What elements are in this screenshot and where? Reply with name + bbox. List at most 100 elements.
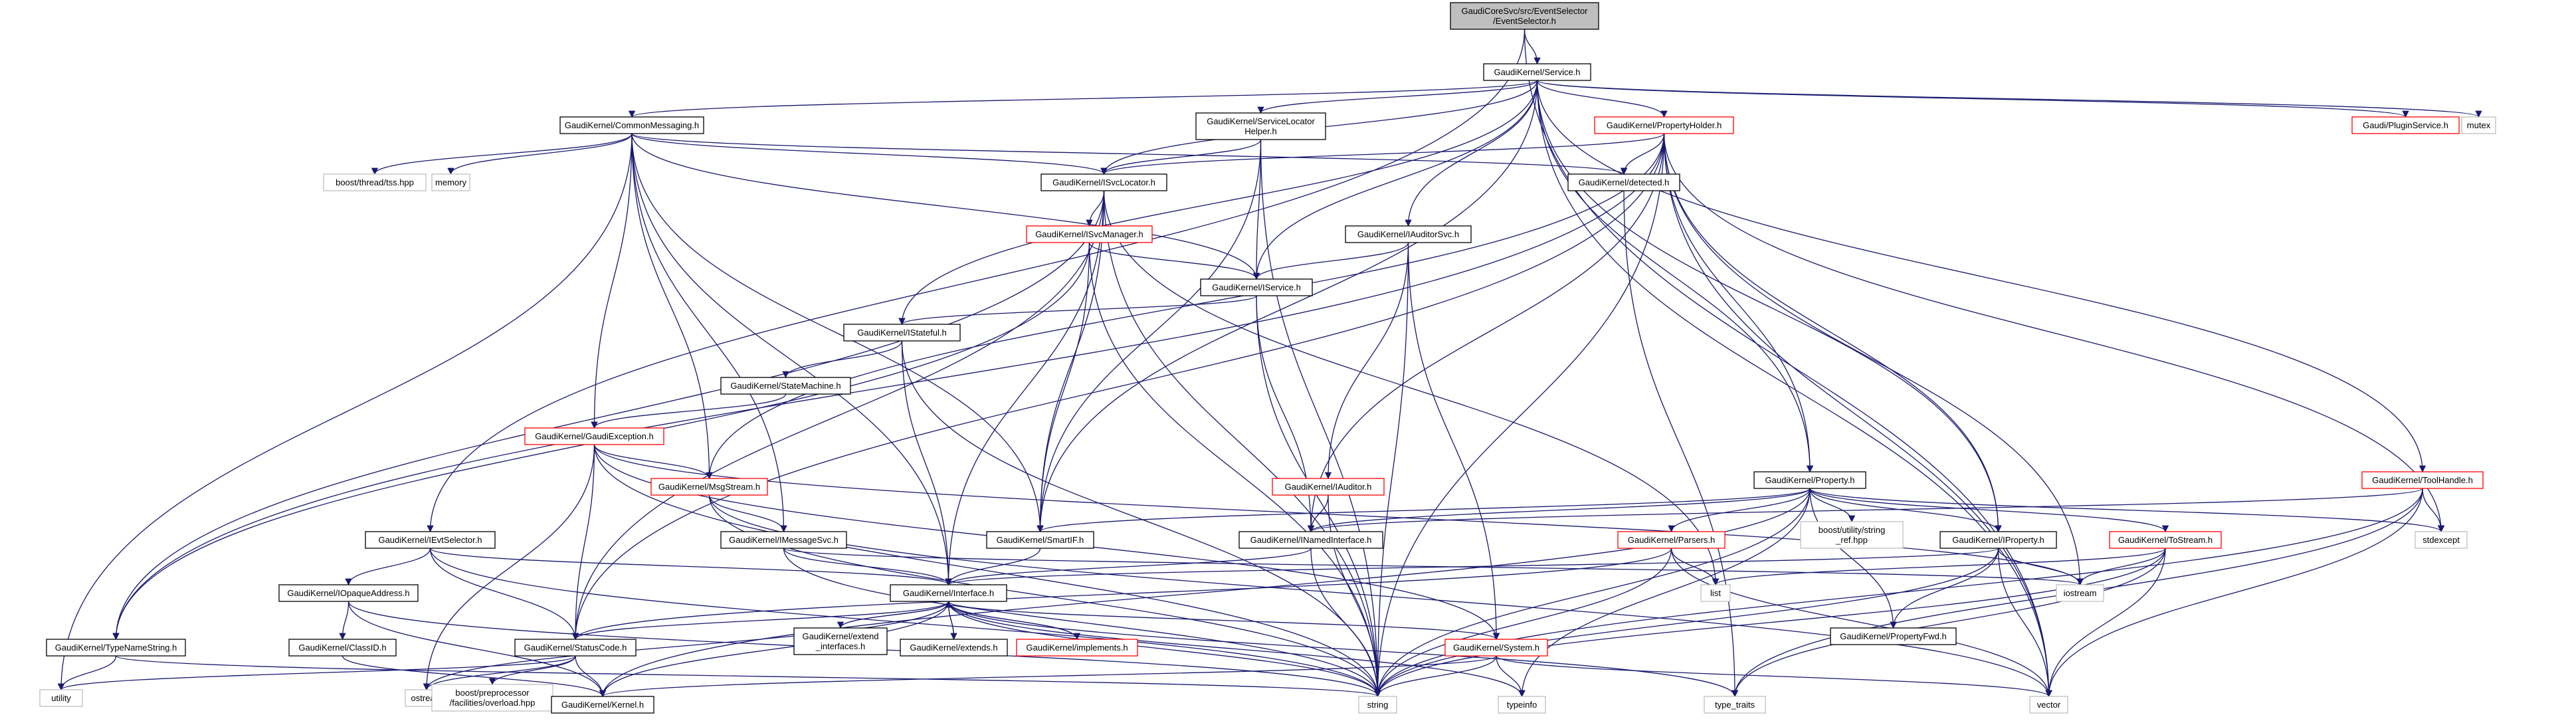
node-implements[interactable]: GaudiKernel/implements.h <box>1016 639 1138 657</box>
node-typenamestr[interactable]: GaudiKernel/TypeNameString.h <box>46 639 186 657</box>
node-system[interactable]: GaudiKernel/System.h <box>1444 639 1548 657</box>
node-box-smartif <box>986 531 1094 549</box>
edge-property-to-tostream <box>1809 488 2169 533</box>
edge-propholder-to-iostream <box>1663 133 2084 586</box>
node-utility[interactable]: utility <box>39 689 83 707</box>
node-statemachine[interactable]: GaudiKernel/StateMachine.h <box>720 377 851 395</box>
edge-property-to-string <box>1374 488 1811 698</box>
node-label-list: list <box>1710 588 1721 598</box>
node-box-memory <box>431 173 470 191</box>
node-boostoverload[interactable]: boost/preprocessor/facilities/overload.h… <box>431 684 553 712</box>
edge-commonmsg-to-interface <box>631 133 952 586</box>
edge-tostream-to-list <box>1712 548 2166 586</box>
node-isvclocator[interactable]: GaudiKernel/ISvcLocator.h <box>1040 173 1167 191</box>
node-iauditorsvc[interactable]: GaudiKernel/IAuditorSvc.h <box>1345 225 1472 243</box>
node-label-extendif: GaudiKernel/extend <box>803 631 879 641</box>
node-inamedif[interactable]: GaudiKernel/INamedInterface.h <box>1238 531 1383 549</box>
node-ievtselector[interactable]: GaudiKernel/IEvtSelector.h <box>365 531 496 549</box>
node-kernel[interactable]: GaudiKernel/Kernel.h <box>551 696 654 714</box>
node-interface[interactable]: GaudiKernel/Interface.h <box>890 584 1007 602</box>
edge-parsers-to-vector <box>1670 548 2052 698</box>
node-extends[interactable]: GaudiKernel/extends.h <box>900 639 1008 657</box>
edge-ievtselector-to-string <box>429 548 1381 698</box>
node-service[interactable]: GaudiKernel/Service.h <box>1483 63 1591 81</box>
node-iopaque[interactable]: GaudiKernel/IOpaqueAddress.h <box>278 584 419 602</box>
node-tostream[interactable]: GaudiKernel/ToStream.h <box>2109 531 2222 549</box>
node-typetraits[interactable]: type_traits <box>1704 696 1766 714</box>
node-box-typeinfo <box>1498 696 1546 714</box>
edge-system-to-vector <box>1496 655 2052 698</box>
node-vector[interactable]: vector <box>2029 696 2068 714</box>
node-iauditor[interactable]: GaudiKernel/IAuditor.h <box>1272 478 1385 496</box>
node-iservice[interactable]: GaudiKernel/IService.h <box>1200 278 1313 296</box>
edge-iproperty-to-interface <box>945 548 1999 586</box>
edge-propholder-to-stdexcept <box>1663 133 2445 533</box>
node-box-list <box>1700 584 1731 602</box>
node-label-isvcmanager: GaudiKernel/ISvcManager.h <box>1035 229 1143 239</box>
node-pluginsvc[interactable]: Gaudi/PluginService.h <box>2351 116 2460 134</box>
node-property[interactable]: GaudiKernel/Property.h <box>1753 471 1866 489</box>
node-box-root <box>1450 2 1599 30</box>
node-propholder[interactable]: GaudiKernel/PropertyHolder.h <box>1594 116 1734 134</box>
node-parsers[interactable]: GaudiKernel/Parsers.h <box>1617 531 1726 549</box>
edge-imessagesvc-to-interface <box>783 548 952 586</box>
node-label-iservice: GaudiKernel/IService.h <box>1212 282 1301 292</box>
node-smartif[interactable]: GaudiKernel/SmartIF.h <box>986 531 1094 549</box>
edge-toolhandle-to-vector <box>2045 488 2423 698</box>
node-root[interactable]: GaudiCoreSvc/src/EventSelector/EventSele… <box>1450 2 1599 30</box>
node-statuscode[interactable]: GaudiKernel/StatusCode.h <box>514 639 637 657</box>
node-label-commonmsg: GaudiKernel/CommonMessaging.h <box>565 120 699 130</box>
node-detected[interactable]: GaudiKernel/detected.h <box>1567 173 1680 191</box>
node-label-svclochelper: Helper.h <box>1244 126 1276 136</box>
edge-iauditorsvc-to-iauditor <box>1324 242 1409 480</box>
edge-gaudiexc-to-string <box>593 444 1381 698</box>
edge-msgstream-to-string <box>708 494 1381 698</box>
node-box-interface <box>890 584 1007 602</box>
edge-typenamestr-to-utility <box>57 655 117 691</box>
node-label-boostref: boost/utility/string <box>1819 525 1885 535</box>
edge-commonmsg-to-isvclocator <box>631 133 1108 175</box>
edge-service-to-pluginsvc <box>1536 80 2409 118</box>
node-extendif[interactable]: GaudiKernel/extend_interfaces.h <box>793 627 888 655</box>
node-boostref[interactable]: boost/utility/string_ref.hpp <box>1800 521 1904 549</box>
edge-gaudiexc-to-ostream <box>423 444 595 691</box>
node-label-propertyfwd: GaudiKernel/PropertyFwd.h <box>1840 631 1946 641</box>
node-label-implements: GaudiKernel/implements.h <box>1026 643 1128 653</box>
node-gaudiexc[interactable]: GaudiKernel/GaudiException.h <box>524 427 664 445</box>
node-box-property <box>1753 471 1866 489</box>
node-istateful[interactable]: GaudiKernel/IStateful.h <box>843 324 961 342</box>
edge-isvclocator-to-string <box>1103 190 1381 698</box>
node-label-typenamestr: GaudiKernel/TypeNameString.h <box>55 643 177 653</box>
node-stdexcept[interactable]: stdexcept <box>2415 531 2468 549</box>
edge-service-to-svclochelper <box>1257 80 1538 114</box>
node-propertyfwd[interactable]: GaudiKernel/PropertyFwd.h <box>1830 627 1957 645</box>
node-box-tostream <box>2109 531 2222 549</box>
edge-iservice-to-string <box>1256 295 1381 698</box>
node-box-system <box>1444 639 1548 657</box>
edge-interface-to-system <box>947 601 1500 641</box>
node-box-parsers <box>1617 531 1726 549</box>
node-box-isvcmanager <box>1026 225 1153 243</box>
node-toolhandle[interactable]: GaudiKernel/ToolHandle.h <box>2361 471 2484 489</box>
node-msgstream[interactable]: GaudiKernel/MsgStream.h <box>650 478 768 496</box>
node-imessagesvc[interactable]: GaudiKernel/IMessageSvc.h <box>720 531 847 549</box>
node-mutex[interactable]: mutex <box>2461 116 2496 134</box>
node-memory[interactable]: memory <box>431 173 470 191</box>
node-isvcmanager[interactable]: GaudiKernel/ISvcManager.h <box>1026 225 1153 243</box>
node-iproperty[interactable]: GaudiKernel/IProperty.h <box>1939 531 2057 549</box>
node-tls[interactable]: boost/thread/tss.hpp <box>323 173 427 191</box>
edge-commonmsg-to-detected <box>631 133 1627 175</box>
edge-commonmsg-to-utility <box>57 133 633 691</box>
node-commonmsg[interactable]: GaudiKernel/CommonMessaging.h <box>559 116 704 134</box>
node-classid[interactable]: GaudiKernel/ClassID.h <box>288 639 397 657</box>
edge-service-to-property <box>1536 80 1814 473</box>
node-string[interactable]: string <box>1358 696 1397 714</box>
node-label-detected: GaudiKernel/detected.h <box>1579 177 1670 187</box>
node-list[interactable]: list <box>1700 584 1731 602</box>
edge-smartif-to-interface <box>945 548 1041 586</box>
edge-service-to-istateful <box>898 80 1538 326</box>
node-typeinfo[interactable]: typeinfo <box>1498 696 1546 714</box>
node-iostream[interactable]: iostream <box>2056 584 2104 602</box>
node-label-service: GaudiKernel/Service.h <box>1494 67 1580 77</box>
